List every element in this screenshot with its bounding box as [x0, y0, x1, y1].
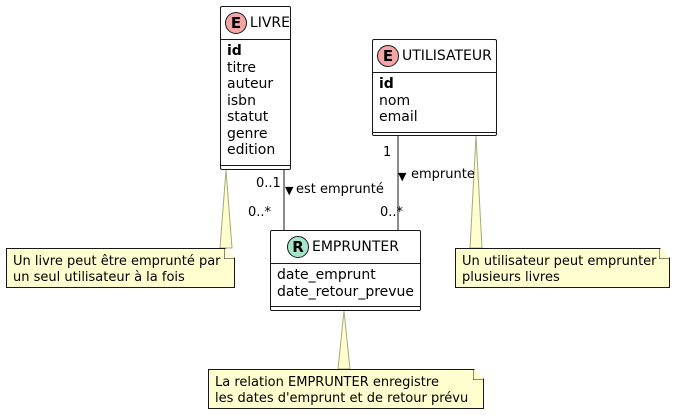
- entity-utilisateur-name: UTILISATEUR: [402, 48, 492, 64]
- note-line: les dates d'emprunt et de retour prévu: [215, 391, 469, 406]
- attribute: id: [379, 76, 394, 92]
- note-fold-icon: [473, 370, 483, 380]
- entity-livre-methods: [221, 164, 290, 174]
- note-line: Un utilisateur peut emprunter: [462, 254, 657, 269]
- attribute: isbn: [227, 92, 256, 109]
- note-connector-emprunter: [337, 310, 351, 370]
- attribute: id: [227, 43, 242, 59]
- entity-emprunter-header: R EMPRUNTER: [271, 231, 420, 263]
- entity-livre[interactable]: E LIVRE id titre auteur isbn statut genr…: [220, 6, 291, 170]
- attribute: email: [379, 109, 418, 125]
- relation-label-est-emprunte: est emprunté: [296, 182, 384, 197]
- note-line: La relation EMPRUNTER enregistre: [215, 375, 439, 390]
- multiplicity-emprunter-side-right: 0..*: [380, 205, 404, 220]
- entity-livre-attributes: id titre auteur isbn statut genre editio…: [221, 39, 290, 165]
- arrow-down-icon: ▼: [285, 184, 294, 197]
- note-emprunter: La relation EMPRUNTER enregistre les dat…: [208, 369, 484, 409]
- attribute: date_emprunt: [277, 267, 376, 283]
- arrow-down-icon: ▼: [398, 170, 407, 183]
- note-connector-livre: [219, 169, 233, 249]
- entity-livre-name: LIVRE: [249, 15, 290, 31]
- note-connector-utilisateur: [469, 135, 483, 249]
- attribute: edition: [227, 142, 276, 158]
- entity-icon: E: [377, 45, 399, 67]
- note-utilisateur: Un utilisateur peut emprunter plusieurs …: [455, 248, 670, 288]
- relation-icon: R: [287, 236, 309, 258]
- note-line: Un livre peut être emprunté par: [13, 254, 221, 269]
- entity-emprunter-name: EMPRUNTER: [312, 239, 399, 255]
- entity-icon: E: [225, 12, 247, 34]
- entity-emprunter[interactable]: R EMPRUNTER date_emprunt date_retour_pre…: [270, 230, 421, 311]
- relation-label-emprunte: emprunte: [411, 167, 475, 182]
- entity-utilisateur-attributes: id nom email: [373, 72, 496, 132]
- entity-utilisateur-methods: [373, 131, 496, 141]
- attribute: titre: [227, 59, 256, 76]
- note-line: plusieurs livres: [462, 270, 560, 285]
- attribute: date_retour_prevue: [277, 283, 415, 300]
- multiplicity-utilisateur-side: 1: [383, 145, 392, 160]
- note-livre: Un livre peut être emprunté par un seul …: [6, 248, 235, 288]
- attribute: auteur: [227, 76, 274, 92]
- note-fold-icon: [224, 249, 234, 259]
- multiplicity-livre-side: 0..1: [256, 176, 281, 191]
- entity-livre-header: E LIVRE: [221, 7, 290, 39]
- note-fold-icon: [659, 249, 669, 259]
- attribute: genre: [227, 125, 268, 142]
- entity-utilisateur[interactable]: E UTILISATEUR id nom email: [372, 39, 497, 136]
- attribute: nom: [379, 92, 411, 109]
- entity-emprunter-methods: [271, 306, 420, 315]
- entity-utilisateur-header: E UTILISATEUR: [373, 40, 496, 72]
- attribute: statut: [227, 109, 269, 125]
- note-line: un seul utilisateur à la fois: [13, 270, 185, 285]
- multiplicity-emprunter-side-left: 0..*: [248, 205, 272, 220]
- entity-emprunter-attributes: date_emprunt date_retour_prevue: [271, 263, 420, 306]
